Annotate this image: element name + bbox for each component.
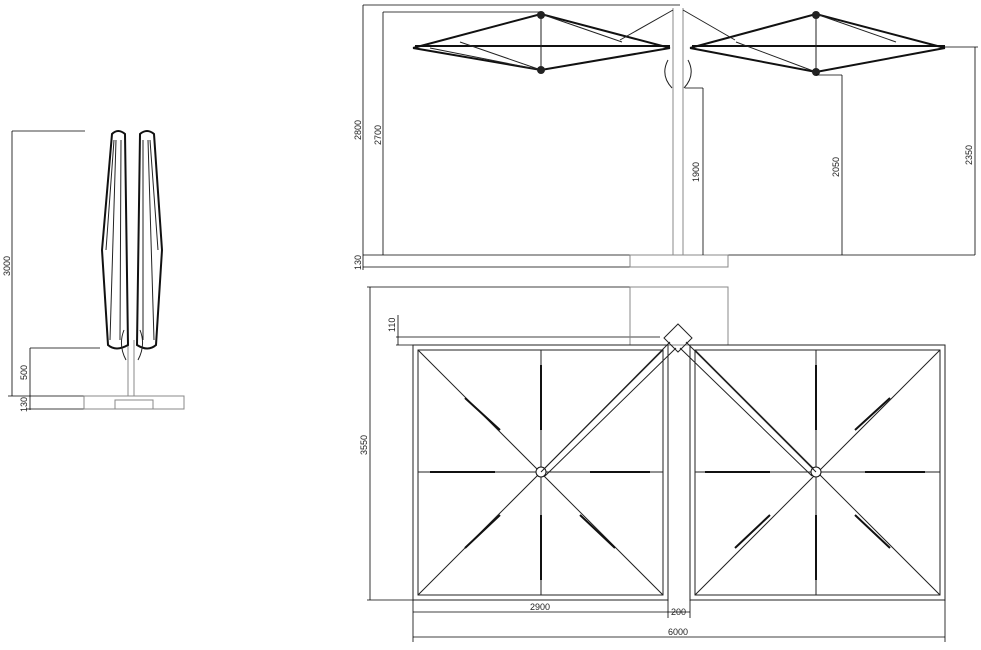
left-canopy-square (412, 344, 669, 601)
label-side-clearance: 500 (19, 365, 29, 380)
label-front-top: 2350 (964, 145, 974, 165)
front-view: 2800 2700 130 1900 2050 2350 (353, 4, 978, 270)
side-view: 3000 500 130 (2, 130, 185, 412)
label-front-edge: 2050 (831, 157, 841, 177)
label-top-width: 2900 (530, 602, 550, 612)
base-block (629, 254, 729, 268)
base-block (629, 286, 729, 346)
base-block (83, 395, 185, 410)
folded-canopy-left (100, 130, 130, 350)
label-top-depth: 3550 (359, 435, 369, 455)
label-front-base: 130 (353, 255, 363, 270)
top-view: 3550 110 2900 200 6000 (359, 286, 946, 642)
pivot-head (663, 323, 693, 353)
label-front-overall: 2800 (353, 120, 363, 140)
label-top-overall: 6000 (668, 627, 688, 637)
label-top-gap: 200 (671, 607, 686, 617)
label-front-arm: 1900 (691, 162, 701, 182)
right-canopy (689, 12, 946, 74)
folded-canopy-right (135, 130, 164, 350)
right-canopy-square (689, 344, 946, 601)
label-front-canopy: 2700 (373, 125, 383, 145)
label-side-overall: 3000 (2, 256, 12, 276)
label-top-offset: 110 (387, 318, 397, 332)
label-side-base: 130 (19, 397, 29, 412)
